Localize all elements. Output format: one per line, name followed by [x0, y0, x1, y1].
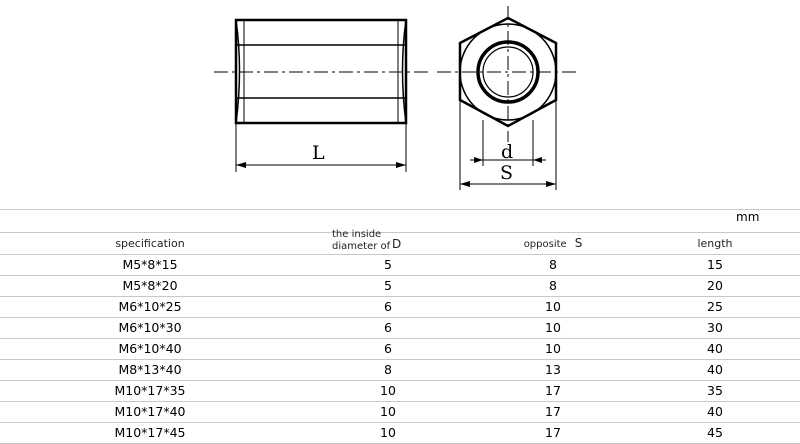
hex-coupling-nut-drawing: L d S	[214, 6, 579, 190]
spec-cell: M10*17*35	[0, 380, 300, 402]
header-inside-diameter: the inside diameter of D	[300, 229, 476, 255]
length-cell: 25	[630, 296, 800, 318]
opposite-cell: 10	[476, 317, 630, 339]
opposite-cell: 17	[476, 401, 630, 423]
spec-cell: M6*10*30	[0, 317, 300, 339]
opposite-cell: 8	[476, 275, 630, 297]
specification-table: specification the inside diameter of D o…	[0, 229, 800, 444]
header-opposite-text: opposite	[523, 238, 567, 250]
opposite-cell: 17	[476, 422, 630, 444]
table-header-row: specification the inside diameter of D o…	[0, 229, 800, 255]
opposite-cell: 10	[476, 338, 630, 360]
inside-diameter-cell: 5	[300, 254, 476, 276]
header-inside-diameter-text: the inside diameter of	[332, 229, 391, 252]
header-specification: specification	[0, 232, 300, 255]
length-cell: 40	[630, 401, 800, 423]
header-length: length	[630, 232, 800, 255]
side-view	[214, 18, 428, 172]
length-cell: 35	[630, 380, 800, 402]
inside-diameter-cell: 10	[300, 380, 476, 402]
length-cell: 15	[630, 254, 800, 276]
length-cell: 40	[630, 359, 800, 381]
inside-diameter-cell: 6	[300, 296, 476, 318]
opposite-cell: 8	[476, 254, 630, 276]
inside-diameter-cell: 10	[300, 422, 476, 444]
header-inside-diameter-letter: D	[392, 237, 402, 251]
inside-diameter-cell: 5	[300, 275, 476, 297]
opposite-cell: 10	[476, 296, 630, 318]
spec-cell: M10*17*45	[0, 422, 300, 444]
inner-diameter-label: d	[501, 141, 513, 163]
spec-cell: M6*10*25	[0, 296, 300, 318]
spec-cell: M5*8*20	[0, 275, 300, 297]
opposite-cell: 13	[476, 359, 630, 381]
spec-cell: M5*8*15	[0, 254, 300, 276]
length-cell: 40	[630, 338, 800, 360]
length-label: L	[312, 142, 325, 164]
inside-diameter-cell: 10	[300, 401, 476, 423]
length-cell: 30	[630, 317, 800, 339]
opposite-cell: 17	[476, 380, 630, 402]
spec-cell: M8*13*40	[0, 359, 300, 381]
unit-label: mm	[736, 210, 760, 224]
spec-cell: M10*17*40	[0, 401, 300, 423]
inside-diameter-cell: 8	[300, 359, 476, 381]
length-cell: 20	[630, 275, 800, 297]
header-opposite: opposite S	[476, 232, 630, 255]
length-cell: 45	[630, 422, 800, 444]
end-view	[437, 6, 579, 190]
inside-diameter-cell: 6	[300, 338, 476, 360]
inside-diameter-cell: 6	[300, 317, 476, 339]
table-top-rule	[0, 209, 800, 210]
flats-label: S	[500, 162, 513, 184]
spec-cell: M6*10*40	[0, 338, 300, 360]
header-opposite-letter: S	[574, 235, 583, 250]
